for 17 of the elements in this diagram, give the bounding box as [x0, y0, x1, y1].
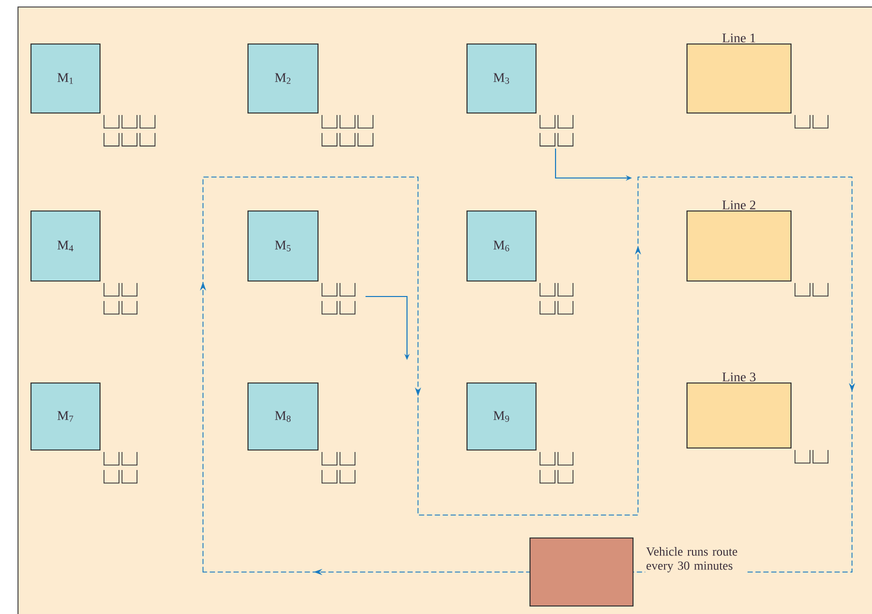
machine-box: M$_{8}$	[247, 382, 319, 451]
line-box: Line 1	[686, 34, 792, 114]
note-text: Vehicle runs route every 30 minutes	[645, 546, 747, 574]
machine-box: M$_{2}$	[247, 43, 319, 114]
machine-box: M$_{5}$	[247, 210, 319, 282]
vehicle-box	[529, 537, 634, 607]
node-label: Line 1	[722, 34, 756, 42]
machine-box: M$_{6}$	[466, 210, 537, 282]
node-label: Line 3	[722, 372, 756, 382]
machine-box: M$_{9}$	[466, 382, 537, 451]
machine-box: M$_{4}$	[30, 210, 101, 282]
node-label: Line 2	[722, 200, 756, 210]
line-box: Line 2	[686, 200, 792, 282]
line-box: Line 3	[686, 372, 792, 449]
machine-box: M$_{7}$	[30, 382, 101, 451]
machine-box: M$_{3}$	[466, 43, 537, 114]
machine-box: M$_{1}$	[30, 43, 101, 114]
